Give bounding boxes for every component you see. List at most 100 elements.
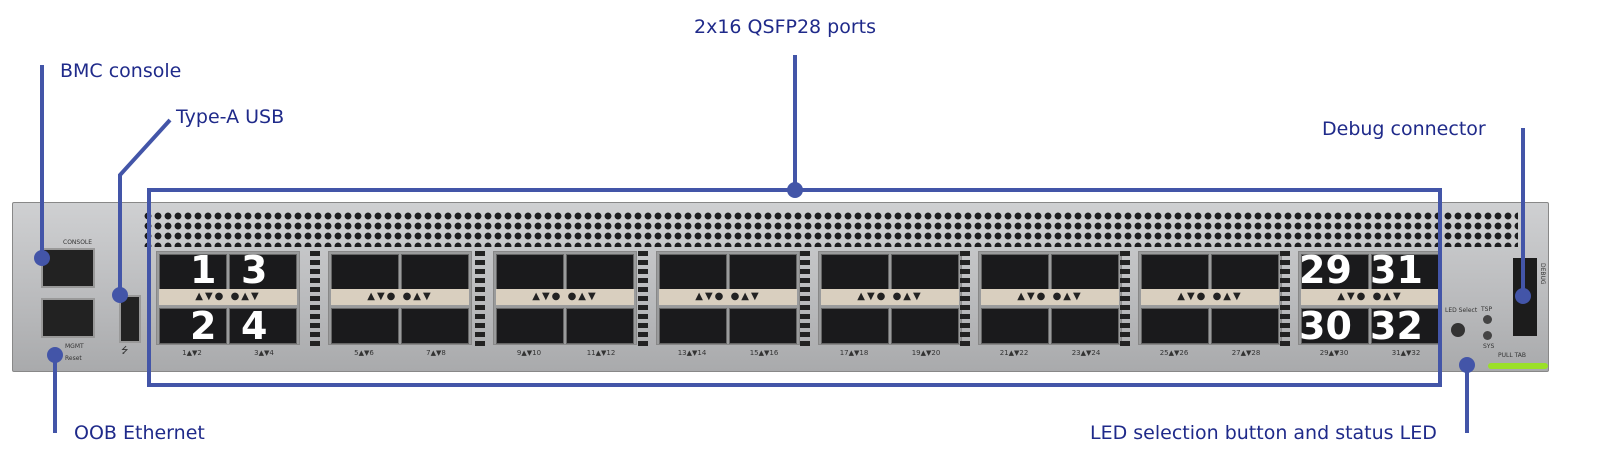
bmc-console-dot: [34, 250, 50, 266]
qsfp-ports-bracket: [147, 188, 1442, 387]
switch-chassis: CONSOLE MGMT Reset ⭍ ▲▼● ●▲▼ 1▲▼2 3▲▼4 ▲▼● …: [12, 202, 1549, 372]
port-number-31: 31: [1370, 248, 1423, 292]
port-pair-label: 9▲▼10: [516, 349, 542, 357]
port-pair-label: 1▲▼2: [182, 349, 202, 357]
port-pair-label: 17▲▼18: [839, 349, 869, 357]
port-number-3: 3: [241, 248, 268, 292]
pull-tab[interactable]: [1488, 363, 1548, 369]
oob-ethernet-port: [41, 298, 95, 338]
ventilation-mesh: [143, 211, 1518, 247]
qsfp-port-group: ▲▼● ●▲▼: [1138, 251, 1282, 345]
reset-label: Reset: [65, 355, 82, 362]
port-led-strip: ▲▼● ●▲▼: [496, 289, 634, 305]
qsfp28-port: [891, 308, 959, 344]
port-pair-label: 19▲▼20: [911, 349, 941, 357]
port-pair-label: 25▲▼26: [1159, 349, 1189, 357]
port-number-1: 1: [190, 248, 217, 292]
port-led-strip: ▲▼● ●▲▼: [1301, 289, 1439, 305]
port-pair-label: 11▲▼12: [586, 349, 616, 357]
qsfp28-port: [821, 308, 889, 344]
debug-dot: [1515, 288, 1531, 304]
vent-slots: [1120, 251, 1130, 347]
port-pair-label: 3▲▼4: [254, 349, 274, 357]
sys-led: [1483, 331, 1492, 340]
qsfp-port-group: ▲▼● ●▲▼: [328, 251, 472, 345]
vent-slots: [310, 251, 320, 347]
port-pair-label: 21▲▼22: [999, 349, 1029, 357]
qsfp28-port: [1141, 308, 1209, 344]
qsfp28-port: [981, 308, 1049, 344]
qsfp28-port: [1051, 254, 1119, 290]
qsfp28-port: [1211, 254, 1279, 290]
qsfp28-port: [659, 308, 727, 344]
callout-led-selection: LED selection button and status LED: [1090, 422, 1437, 444]
port-pair-label: 7▲▼8: [426, 349, 446, 357]
tsp-label: TSP: [1481, 306, 1493, 313]
port-pair-label: 15▲▼16: [749, 349, 779, 357]
port-number-2: 2: [190, 304, 217, 348]
qsfp-port-group: ▲▼● ●▲▼: [493, 251, 637, 345]
oob-dot: [47, 347, 63, 363]
pull-tab-label: PULL TAB: [1498, 352, 1527, 359]
qsfp28-port: [821, 254, 889, 290]
port-led-strip: ▲▼● ●▲▼: [159, 289, 297, 305]
port-led-strip: ▲▼● ●▲▼: [821, 289, 959, 305]
port-led-strip: ▲▼● ●▲▼: [1141, 289, 1279, 305]
callout-qsfp-ports: 2x16 QSFP28 ports: [694, 16, 877, 38]
debug-label: DEBUG: [1539, 263, 1546, 285]
qsfp-port-group: ▲▼● ●▲▼: [978, 251, 1122, 345]
console-label: CONSOLE: [63, 239, 93, 246]
vent-slots: [475, 251, 485, 347]
led-dot: [1459, 357, 1475, 373]
port-number-29: 29: [1299, 248, 1352, 292]
tsp-led: [1483, 315, 1492, 324]
qsfp28-port: [159, 308, 227, 344]
qsfp28-port: [159, 254, 227, 290]
qsfp28-port: [229, 308, 297, 344]
qsfp28-port: [1211, 308, 1279, 344]
port-pair-label: 31▲▼32: [1391, 349, 1421, 357]
qsfp28-port: [1051, 308, 1119, 344]
port-number-30: 30: [1299, 304, 1352, 348]
usb-dot: [112, 287, 128, 303]
mgmt-label: MGMT: [65, 343, 84, 350]
port-pair-label: 5▲▼6: [354, 349, 374, 357]
qsfp28-port: [401, 308, 469, 344]
port-pair-label: 13▲▼14: [677, 349, 707, 357]
vent-slots: [1280, 251, 1290, 347]
qsfp28-port: [496, 308, 564, 344]
callout-bmc-console: BMC console: [60, 60, 182, 82]
qsfp28-port: [566, 254, 634, 290]
usb-line: [118, 118, 172, 295]
qsfp28-port: [981, 254, 1049, 290]
led-select-label: LED Select: [1445, 307, 1478, 314]
qsfp28-port: [566, 308, 634, 344]
port-pair-label: 27▲▼28: [1231, 349, 1261, 357]
qsfp-dot: [787, 182, 803, 198]
qsfp28-port: [1371, 308, 1439, 344]
port-number-32: 32: [1370, 304, 1423, 348]
port-led-strip: ▲▼● ●▲▼: [659, 289, 797, 305]
vent-slots: [960, 251, 970, 347]
bmc-console-port: [41, 248, 95, 288]
qsfp-port-group: ▲▼● ●▲▼: [1298, 251, 1442, 345]
callout-debug-connector: Debug connector: [1322, 118, 1486, 140]
callout-oob-ethernet: OOB Ethernet: [74, 422, 205, 444]
vent-slots: [638, 251, 648, 347]
qsfp28-port: [1301, 254, 1369, 290]
port-pair-label: 23▲▼24: [1071, 349, 1101, 357]
usb-symbol-icon: ⭍: [121, 346, 129, 356]
port-number-4: 4: [241, 304, 268, 348]
qsfp-port-group: ▲▼● ●▲▼: [156, 251, 300, 345]
usb-port: [119, 295, 141, 343]
port-led-strip: ▲▼● ●▲▼: [331, 289, 469, 305]
qsfp28-port: [729, 308, 797, 344]
sys-label: SYS: [1483, 343, 1495, 350]
port-pair-label: 29▲▼30: [1319, 349, 1349, 357]
qsfp28-port: [331, 254, 399, 290]
qsfp28-port: [659, 254, 727, 290]
qsfp-port-group: ▲▼● ●▲▼: [818, 251, 962, 345]
led-select-button[interactable]: [1451, 323, 1465, 337]
